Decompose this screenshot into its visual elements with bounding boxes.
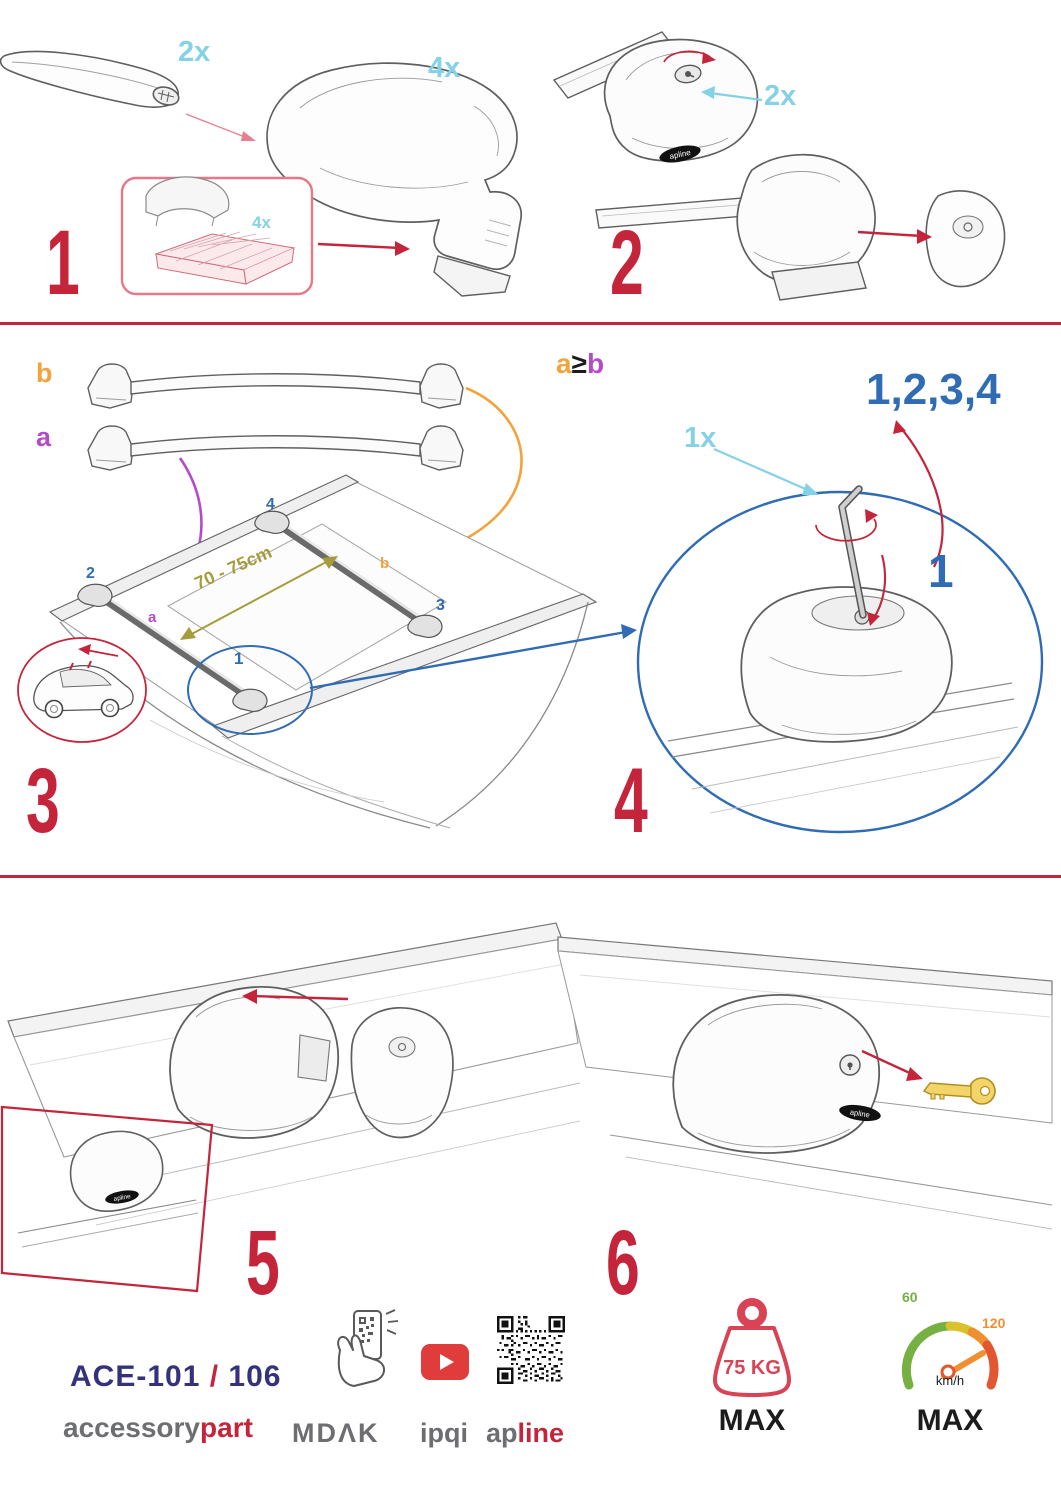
step-number-2: 2 bbox=[610, 212, 644, 314]
max-weight-value: 75 KG bbox=[723, 1357, 781, 1379]
step5-illustration: apline bbox=[0, 922, 580, 1293]
step-number-5: 5 bbox=[246, 1212, 280, 1314]
bar-a-label: a bbox=[36, 422, 52, 452]
pad-to-foot-arrow bbox=[317, 241, 410, 256]
locked-foot: apline bbox=[672, 993, 881, 1154]
apline-badge bbox=[839, 1104, 881, 1122]
order-arrow bbox=[893, 420, 944, 568]
rule-a: a bbox=[556, 348, 572, 379]
brand-ipqi: ipqi bbox=[420, 1418, 468, 1448]
upper-foot-with-lock: apline bbox=[552, 31, 759, 163]
cover-cap bbox=[925, 190, 1006, 288]
attach-cap-arrow bbox=[242, 989, 349, 1004]
model-name: ACE-101 bbox=[70, 1360, 201, 1393]
bar-quantity-label: 2x bbox=[178, 36, 211, 68]
step-number-1: 1 bbox=[46, 212, 80, 314]
crossbar-a bbox=[87, 425, 464, 471]
section-divider-1 bbox=[0, 322, 1061, 325]
step3-illustration bbox=[17, 363, 637, 829]
crossbar-b bbox=[87, 363, 464, 409]
rotate-arrow bbox=[815, 509, 878, 542]
foot-assembly bbox=[266, 62, 522, 297]
lock-qty-arrow bbox=[701, 86, 763, 102]
distance-arrow bbox=[180, 556, 338, 640]
qr-code bbox=[497, 1316, 565, 1384]
rubber-pad-inset bbox=[120, 176, 314, 296]
result-box: apline bbox=[0, 1105, 214, 1293]
brand-line: line bbox=[517, 1418, 565, 1448]
roof-a-label: a bbox=[148, 609, 157, 626]
position-3-label: 3 bbox=[436, 597, 445, 614]
key-arrow bbox=[861, 1049, 923, 1081]
left-roof-rail bbox=[48, 474, 360, 622]
step6-illustration: apline bbox=[557, 936, 1053, 1230]
step1-illustration bbox=[0, 50, 522, 297]
position-1-label: 1 bbox=[234, 649, 244, 668]
zoom-foot bbox=[740, 586, 953, 743]
crossbar-side-view bbox=[0, 50, 180, 108]
position-4-label: 4 bbox=[266, 496, 275, 513]
brand-part: part bbox=[200, 1412, 253, 1443]
step-number-4: 4 bbox=[614, 750, 648, 852]
apline-badge bbox=[105, 1190, 139, 1204]
youtube-icon bbox=[421, 1344, 469, 1380]
speed-unit-label: km/h bbox=[935, 1373, 965, 1388]
brand-ap: ap bbox=[486, 1418, 518, 1448]
model-separator: / bbox=[200, 1360, 229, 1393]
hand-icon bbox=[337, 1334, 385, 1387]
model-number: ACE-101 / 106 bbox=[70, 1362, 281, 1392]
apline-badge-text: apline bbox=[669, 148, 692, 161]
apline-badge-text: apline bbox=[849, 1107, 870, 1119]
max-weight-icon: 75 KG bbox=[713, 1298, 791, 1397]
bar-b-label: b bbox=[36, 358, 53, 388]
bar-to-foot-arrow bbox=[185, 113, 256, 141]
key bbox=[922, 1077, 996, 1105]
rule-operator: ≥ bbox=[571, 348, 587, 379]
sunroof bbox=[166, 523, 448, 691]
section-divider-2 bbox=[0, 875, 1061, 878]
speedometer-icon bbox=[901, 1321, 999, 1390]
step2-illustration: apline bbox=[552, 31, 1006, 301]
tighten-sequence-label: 1,2,3,4 bbox=[866, 365, 1001, 414]
brand-mdak: MDΛK bbox=[292, 1418, 380, 1448]
apline-badge-text: apline bbox=[113, 1193, 132, 1203]
lower-foot-and-cap bbox=[595, 153, 1006, 301]
lock-quantity-label: 2x bbox=[764, 80, 797, 112]
speed-high-label: 120 bbox=[982, 1315, 1006, 1331]
brand-accessory: accessory bbox=[63, 1412, 201, 1443]
start-position-label: 1 bbox=[928, 545, 954, 597]
speed-low-label: 60 bbox=[902, 1289, 918, 1305]
model-variant: 106 bbox=[228, 1360, 282, 1393]
pad-quantity-label: 4x bbox=[252, 213, 271, 232]
remove-cap-arrow bbox=[857, 230, 923, 238]
weight-max-label: MAX bbox=[718, 1404, 786, 1437]
step-number-6: 6 bbox=[606, 1212, 640, 1314]
rule-b: b bbox=[586, 348, 605, 379]
allen-key bbox=[838, 485, 867, 619]
tool-quantity-label: 1x bbox=[684, 422, 717, 454]
mounted-crossbars bbox=[76, 508, 444, 714]
tighten-arrow bbox=[867, 554, 887, 626]
focus-circle bbox=[187, 645, 313, 735]
qr-scan-hand-icon bbox=[337, 1309, 399, 1387]
apline-badge bbox=[659, 145, 701, 163]
step4-illustration bbox=[636, 420, 1044, 834]
foot-open bbox=[169, 985, 339, 1139]
rubber-pad bbox=[154, 233, 296, 285]
spacing-rule: a≥b bbox=[556, 350, 604, 378]
foot-quantity-label: 4x bbox=[428, 52, 461, 84]
zoom-arrow-blue bbox=[309, 624, 637, 690]
cover-cap bbox=[350, 1006, 454, 1139]
tool-qty-arrow bbox=[713, 447, 819, 495]
car-inset bbox=[17, 637, 147, 743]
position-2-label: 2 bbox=[86, 565, 95, 582]
brand-apline: apline bbox=[486, 1420, 564, 1447]
step-number-3: 3 bbox=[26, 750, 60, 852]
roof-b-label: b bbox=[380, 555, 390, 572]
brand-accessorypart: accessorypart bbox=[63, 1414, 253, 1442]
speed-max-label: MAX bbox=[916, 1404, 984, 1437]
